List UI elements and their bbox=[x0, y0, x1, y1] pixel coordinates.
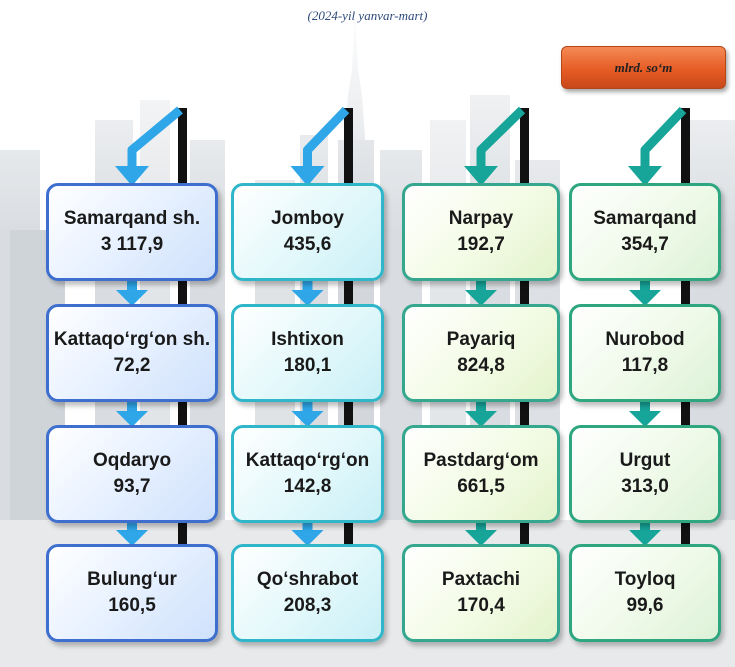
district-name: Toyloq bbox=[614, 569, 676, 590]
district-box: Kattaqo‘rg‘on 142,8 bbox=[231, 425, 384, 523]
district-value: 435,6 bbox=[283, 234, 332, 255]
district-box: Ishtixon 180,1 bbox=[231, 304, 384, 402]
district-name: Nurobod bbox=[605, 329, 685, 350]
down-arrow-icon bbox=[116, 521, 148, 546]
district-value: 160,5 bbox=[108, 595, 156, 616]
down-arrow-icon bbox=[465, 521, 497, 546]
district-name: Samarqand sh. bbox=[63, 208, 201, 229]
district-box: Urgut 313,0 bbox=[569, 425, 721, 523]
district-value: 117,8 bbox=[621, 355, 669, 376]
district-name: Samarqand bbox=[593, 208, 697, 229]
district-box: Bulung‘ur 160,5 bbox=[46, 544, 218, 642]
district-value: 313,0 bbox=[621, 476, 669, 497]
district-box: Oqdaryo 93,7 bbox=[46, 425, 218, 523]
district-value: 354,7 bbox=[621, 234, 669, 255]
top-arrow-icon bbox=[628, 106, 687, 186]
district-value: 99,6 bbox=[626, 595, 664, 616]
top-arrow-icon bbox=[115, 106, 183, 186]
district-box: Samarqand sh. 3 117,9 bbox=[46, 183, 218, 281]
district-box: Kattaqo‘rg‘on sh. 72,2 bbox=[46, 304, 218, 402]
district-name: Urgut bbox=[619, 450, 671, 471]
down-arrow-icon bbox=[629, 521, 661, 546]
district-box: Toyloq 99,6 bbox=[569, 544, 721, 642]
district-box: Paxtachi 170,4 bbox=[402, 544, 560, 642]
district-box: Jomboy 435,6 bbox=[231, 183, 384, 281]
district-value: 192,7 bbox=[457, 234, 505, 255]
district-box: Payariq 824,8 bbox=[402, 304, 560, 402]
district-box: Samarqand 354,7 bbox=[569, 183, 721, 281]
district-box: Qo‘shrabot 208,3 bbox=[231, 544, 384, 642]
unit-label-box: mlrd. so‘m bbox=[561, 46, 726, 89]
district-name: Qo‘shrabot bbox=[256, 569, 359, 590]
district-name: Jomboy bbox=[271, 208, 344, 229]
district-name: Kattaqo‘rg‘on bbox=[245, 450, 370, 471]
district-value: 661,5 bbox=[457, 476, 505, 497]
down-arrow-icon bbox=[291, 279, 324, 306]
district-value: 208,3 bbox=[283, 595, 332, 616]
top-arrow-icon bbox=[464, 106, 526, 186]
down-arrow-icon bbox=[291, 400, 324, 427]
district-value: 824,8 bbox=[457, 355, 505, 376]
district-box: Narpay 192,7 bbox=[402, 183, 560, 281]
district-name: Paxtachi bbox=[441, 569, 521, 590]
district-name: Oqdaryo bbox=[92, 450, 172, 471]
district-name: Narpay bbox=[448, 208, 514, 229]
district-name: Ishtixon bbox=[271, 329, 344, 350]
down-arrow-icon bbox=[291, 521, 324, 546]
district-name: Payariq bbox=[446, 329, 516, 350]
down-arrow-icon bbox=[629, 279, 661, 306]
down-arrow-icon bbox=[465, 400, 497, 427]
district-value: 93,7 bbox=[113, 476, 151, 497]
top-arrow-icon bbox=[290, 106, 350, 186]
district-value: 180,1 bbox=[283, 355, 332, 376]
district-value: 170,4 bbox=[457, 595, 505, 616]
district-box: Pastdarg‘om 661,5 bbox=[402, 425, 560, 523]
district-name: Pastdarg‘om bbox=[423, 450, 539, 471]
down-arrow-icon bbox=[465, 279, 497, 306]
district-value: 72,2 bbox=[113, 355, 151, 376]
down-arrow-icon bbox=[629, 400, 661, 427]
subtitle: (2024-yil yanvar-mart) bbox=[307, 8, 428, 23]
district-name: Kattaqo‘rg‘on sh. bbox=[53, 329, 211, 350]
district-name: Bulung‘ur bbox=[87, 569, 177, 590]
district-box: Nurobod 117,8 bbox=[569, 304, 721, 402]
district-value: 3 117,9 bbox=[100, 234, 164, 255]
down-arrow-icon bbox=[116, 400, 148, 427]
district-value: 142,8 bbox=[283, 476, 332, 497]
down-arrow-icon bbox=[116, 279, 148, 306]
